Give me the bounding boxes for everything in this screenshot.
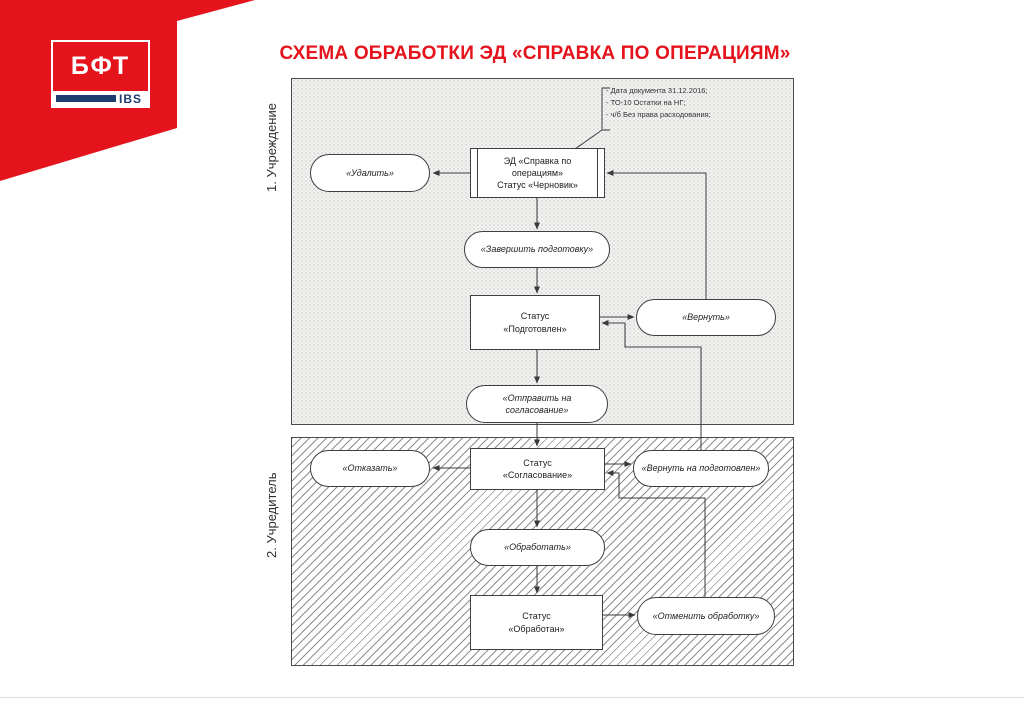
node-action-reject: «Отказать» (310, 450, 430, 487)
node-ed-draft: ЭД «Справка по операциям» Статус «Чернов… (470, 148, 605, 198)
node-status-prepared: Статус «Подготовлен» (470, 295, 600, 350)
page-title: СХЕМА ОБРАБОТКИ ЭД «СПРАВКА ПО ОПЕРАЦИЯМ… (279, 43, 791, 64)
lane-institution-label: 1. Учреждение (264, 103, 279, 192)
slide-bottom-rule (0, 697, 1024, 698)
logo-bar (56, 95, 116, 102)
node-status-processed: Статус «Обработан» (470, 595, 603, 650)
node-action-process: «Обработать» (470, 529, 605, 566)
node-action-cancel-processing: «Отменить обработку» (637, 597, 775, 635)
bft-logo-bottom: IBS (53, 91, 148, 106)
bft-logo-text: БФТ (70, 52, 131, 80)
node-action-finish-preparation: «Завершить подготовку» (464, 231, 610, 268)
bft-logo-top: БФТ (53, 42, 148, 91)
node-status-approval: Статус «Согласование» (470, 448, 605, 490)
node-action-return-to-prepared: «Вернуть на подготовлен» (633, 450, 769, 487)
brand-corner-shape (0, 0, 255, 181)
node-action-return: «Вернуть» (636, 299, 776, 336)
node-action-send-for-approval: «Отправить на согласование» (466, 385, 608, 423)
bft-logo: БФТ IBS (51, 40, 150, 108)
lane-founder-label: 2. Учредитель (264, 472, 279, 558)
ibs-logo-text: IBS (119, 91, 143, 106)
document-note: - Дата документа 31.12.2016; - ТО-10 Ост… (606, 86, 711, 119)
node-action-delete: «Удалить» (310, 154, 430, 192)
